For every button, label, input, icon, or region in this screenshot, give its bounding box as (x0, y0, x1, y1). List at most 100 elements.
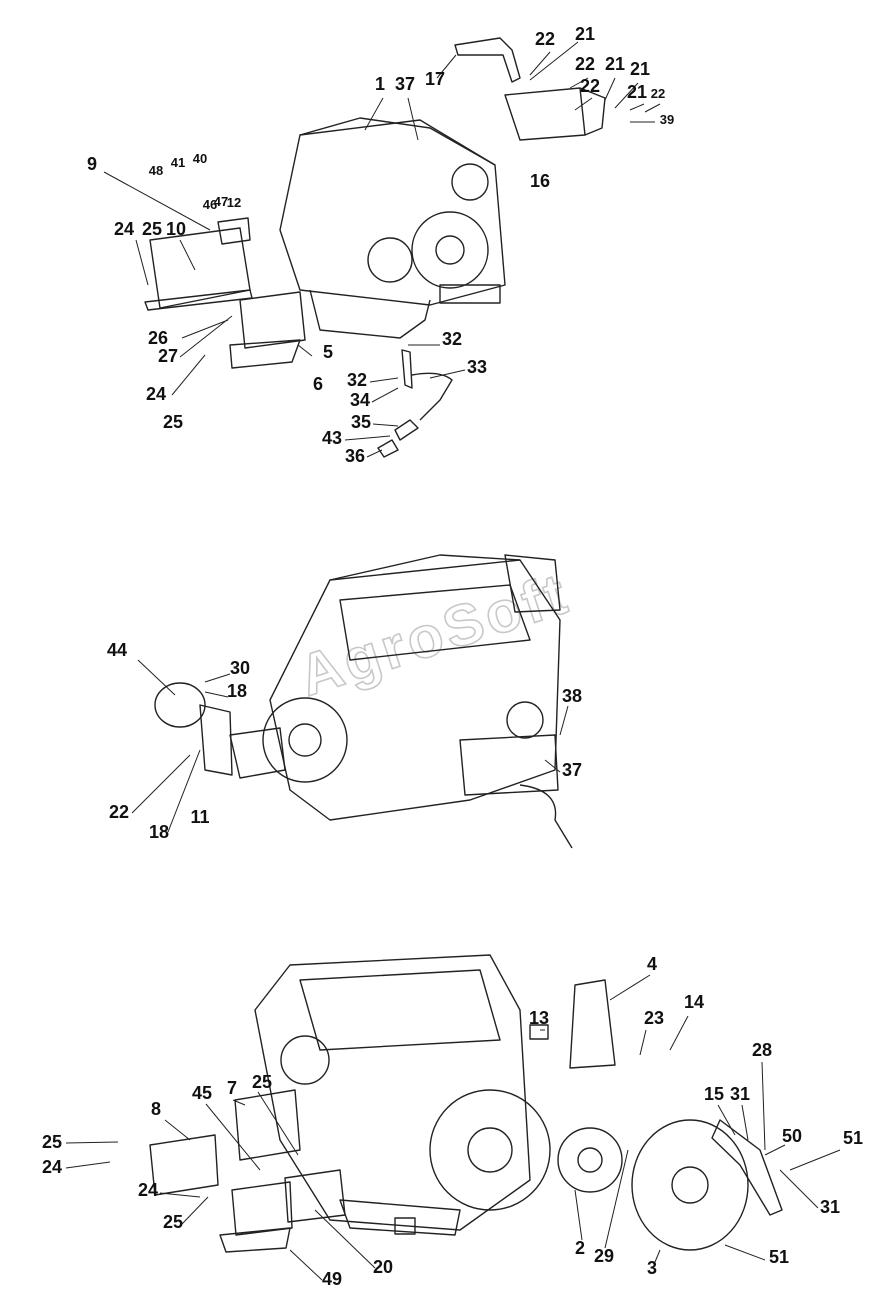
callout-22: 22 (575, 54, 595, 74)
leader-line (204, 691, 229, 698)
plate-20-b (284, 1169, 346, 1223)
leader-line (639, 1029, 647, 1056)
callout-22: 22 (109, 802, 129, 822)
top-fan-pulley (451, 163, 489, 201)
callout-36: 36 (345, 446, 365, 466)
air-filter-bracket (579, 87, 606, 136)
leader-line (167, 749, 201, 833)
callout-32: 32 (347, 370, 367, 390)
mid-flywheel-hub (288, 723, 322, 757)
callout-38: 38 (562, 686, 582, 706)
callout-7: 7 (227, 1078, 237, 1098)
callout-33: 33 (467, 357, 487, 377)
plate-20-a (231, 1181, 293, 1236)
bot-oil-sump (339, 1199, 461, 1236)
fitting-35 (394, 419, 419, 441)
bracket-49 (219, 1227, 291, 1253)
callout-15: 15 (704, 1084, 724, 1104)
mid-valve-cover (339, 584, 531, 661)
bracket-15 (711, 1119, 783, 1216)
bell-housing-3-bore (671, 1166, 709, 1204)
callout-32: 32 (442, 329, 462, 349)
leader-line (629, 103, 645, 111)
top-oil-sump (309, 289, 431, 339)
callout-41: 41 (171, 155, 185, 170)
leader-line (364, 97, 384, 131)
leader-line (369, 377, 399, 383)
callout-25: 25 (163, 412, 183, 432)
callout-20: 20 (373, 1257, 393, 1277)
leader-line (429, 369, 466, 379)
bell-housing-3 (631, 1119, 749, 1251)
leader-line (529, 41, 579, 81)
mid-valve-cover-top (329, 554, 521, 581)
mid-side-bracket (229, 727, 286, 779)
plate-5 (239, 291, 306, 349)
callout-37: 37 (562, 760, 582, 780)
callout-50: 50 (782, 1126, 802, 1146)
plate-8 (149, 1134, 219, 1196)
pipe-33 (411, 372, 453, 421)
bracket-6 (229, 339, 301, 369)
air-filter-16 (504, 87, 586, 141)
mid-engine-block (269, 559, 561, 821)
callout-24: 24 (42, 1157, 62, 1177)
callout-11: 11 (190, 807, 209, 827)
leader-line (764, 1144, 786, 1156)
callout-51: 51 (843, 1128, 863, 1148)
leader-line (644, 103, 661, 113)
callout-31: 31 (820, 1197, 840, 1217)
hose-17 (454, 37, 521, 83)
callout-9: 9 (87, 154, 97, 174)
leader-line (65, 1161, 111, 1169)
callout-22: 22 (651, 86, 665, 101)
fuel-filter-44 (154, 682, 206, 728)
fitting-34 (401, 349, 413, 389)
callout-51: 51 (769, 1247, 789, 1267)
callout-23: 23 (644, 1008, 664, 1028)
leader-line (574, 97, 593, 111)
callout-37: 37 (395, 74, 415, 94)
callout-46: 46 (203, 197, 217, 212)
callout-34: 34 (350, 390, 370, 410)
callout-35: 35 (351, 412, 371, 432)
bot-flywheel-hub (467, 1127, 513, 1173)
engine-line-art (144, 37, 783, 1253)
leader-line (135, 239, 149, 286)
mid-air-filter (504, 554, 561, 613)
leader-line (164, 1119, 191, 1141)
leader-line (205, 1103, 261, 1171)
callout-21: 21 (605, 54, 625, 74)
leader-line (131, 754, 191, 814)
leader-line (741, 1104, 749, 1141)
leader-line (436, 54, 457, 79)
bracket-12 (217, 217, 251, 245)
callout-22: 22 (580, 76, 600, 96)
callout-25: 25 (142, 219, 162, 239)
top-engine-head (299, 117, 496, 166)
mid-oil-filter (506, 701, 544, 739)
callout-30: 30 (230, 658, 250, 678)
top-engine-mount (439, 284, 501, 304)
top-engine-block (279, 119, 506, 306)
callout-14: 14 (684, 992, 704, 1012)
leader-line (181, 1196, 209, 1225)
bracket-11 (199, 704, 233, 776)
leader-line (614, 82, 639, 109)
bot-cylinder-head (299, 969, 501, 1051)
callout-18: 18 (149, 822, 169, 842)
callout-12: 12 (227, 195, 241, 210)
callout-21: 21 (630, 59, 650, 79)
bot-timing-cover (280, 1035, 330, 1085)
leader-line (204, 673, 231, 683)
callout-29: 29 (594, 1246, 614, 1266)
callout-24: 24 (146, 384, 166, 404)
leader-line (371, 387, 399, 403)
callout-31: 31 (730, 1084, 750, 1104)
callout-25: 25 (252, 1072, 272, 1092)
callout-48: 48 (149, 163, 163, 178)
callout-24: 24 (138, 1180, 158, 1200)
callout-44: 44 (107, 640, 127, 660)
coupling-2-hub (577, 1147, 603, 1173)
